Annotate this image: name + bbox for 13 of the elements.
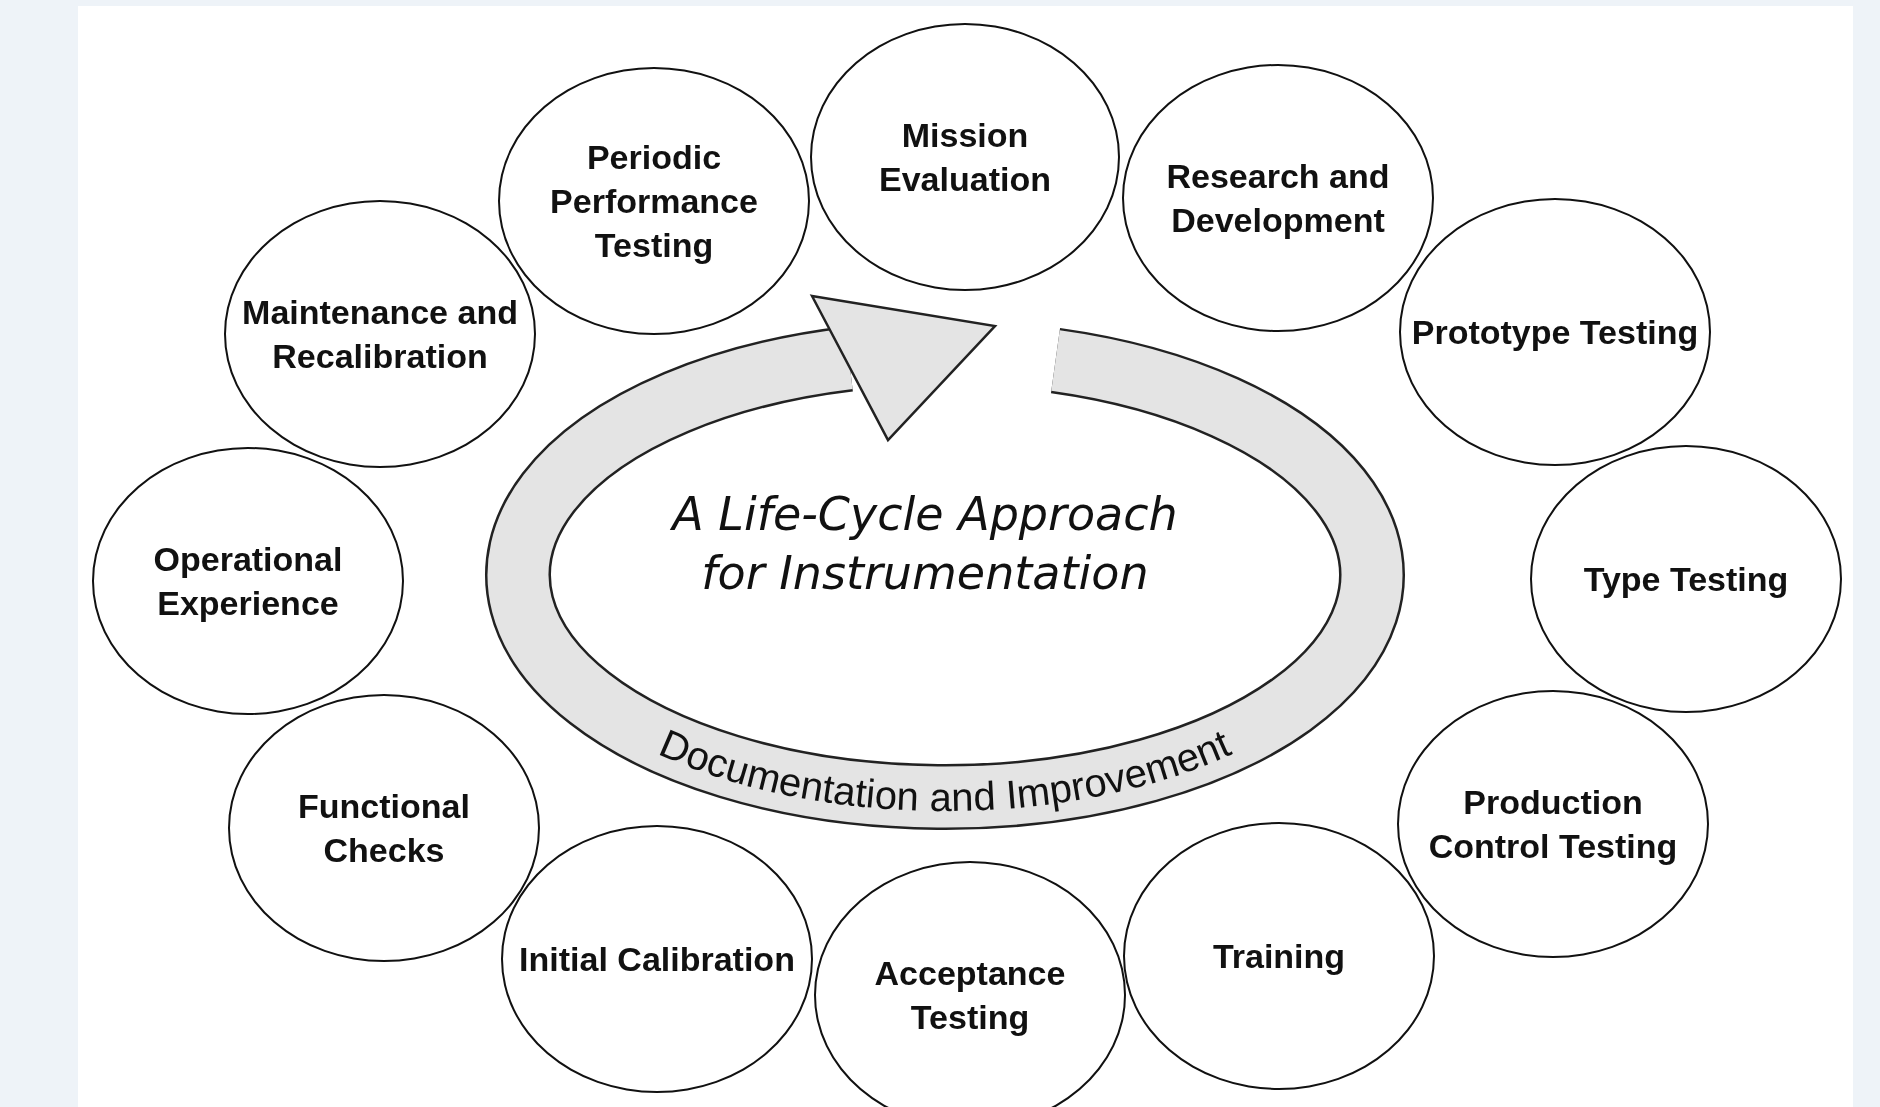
circle-label: Operational Experience: [152, 538, 344, 624]
circle-label: Production Control Testing: [1427, 781, 1679, 867]
center-title: A Life-Cycle Approach for Instrumentation: [669, 486, 1179, 602]
circle-label: Acceptance Testing: [873, 952, 1067, 1038]
circle-label: Training: [1211, 935, 1347, 977]
circle-label: Functional Checks: [297, 785, 471, 871]
circle-label: Research and Development: [1165, 155, 1391, 241]
circle-label: Maintenance and Recalibration: [241, 291, 519, 377]
circle-label: Prototype Testing: [1410, 311, 1700, 353]
circle-label: Initial Calibration: [518, 938, 796, 980]
circle-label: Mission Evaluation: [878, 114, 1052, 200]
circle-label: Type Testing: [1582, 558, 1790, 600]
circle-label: Periodic Performance Testing: [549, 136, 759, 267]
